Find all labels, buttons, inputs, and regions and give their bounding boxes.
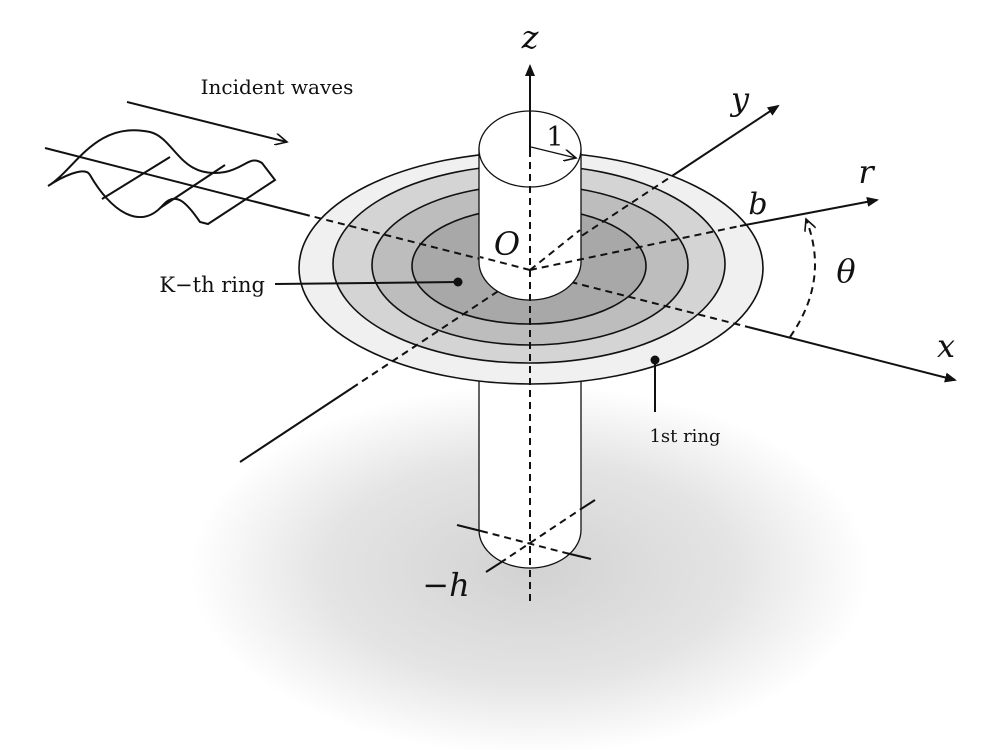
y-axis-lower bbox=[239, 387, 353, 463]
x-axis bbox=[747, 326, 957, 383]
depth-label: −h bbox=[422, 566, 469, 604]
x-axis-left bbox=[44, 147, 304, 215]
y-axis bbox=[671, 104, 780, 177]
kth-ring-label: K−th ring bbox=[159, 273, 265, 297]
y-axis-dashed bbox=[351, 175, 673, 389]
first-ring-label: 1st ring bbox=[649, 426, 720, 447]
lower-cylinder bbox=[456, 379, 596, 573]
radius-b-label: b bbox=[748, 187, 767, 222]
kth-ring-leader bbox=[274, 281, 459, 285]
z-axis-label: z bbox=[521, 18, 540, 56]
kth-ring-dot bbox=[453, 277, 463, 287]
incident-wave-sheet bbox=[47, 101, 287, 226]
x-axis-label: x bbox=[937, 327, 955, 365]
radius-arrow bbox=[530, 146, 576, 158]
origin-label: O bbox=[494, 225, 520, 263]
r-axis bbox=[739, 196, 879, 227]
theta-label: θ bbox=[836, 252, 855, 290]
y-axis-label: y bbox=[729, 80, 750, 118]
incident-waves-label: Incident waves bbox=[201, 75, 354, 99]
first-ring-dot bbox=[650, 355, 660, 365]
r-axis-label: r bbox=[858, 153, 875, 191]
y-axis-inner bbox=[529, 229, 581, 271]
x-axis-inner bbox=[479, 256, 531, 271]
cylinder-radius-label: 1 bbox=[546, 122, 563, 153]
theta-arc bbox=[789, 219, 815, 338]
